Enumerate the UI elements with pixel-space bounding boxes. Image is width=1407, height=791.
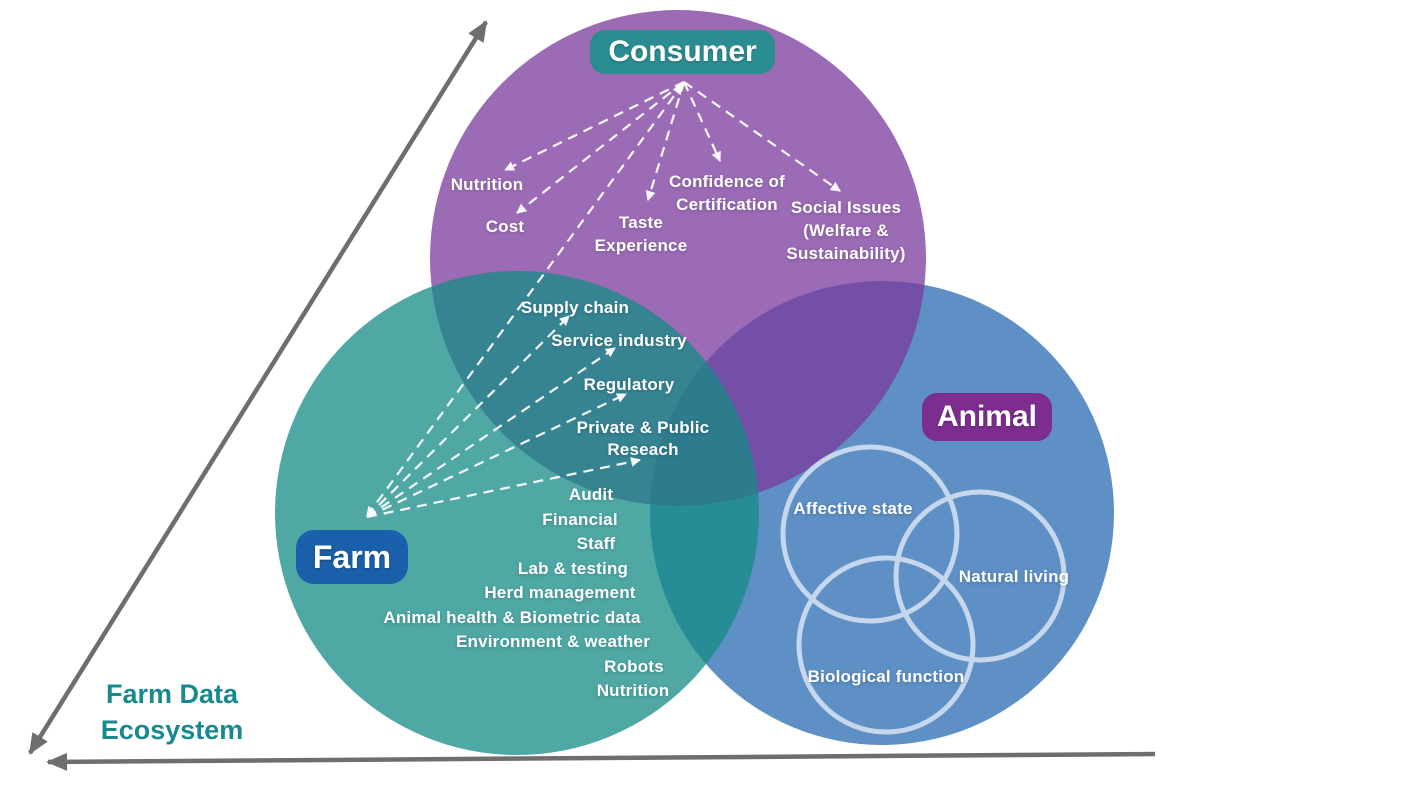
farm-topic-financial: Financial <box>542 509 618 529</box>
shared-topic-supply-chain: Supply chain <box>520 298 630 317</box>
consumer-topic-taste-experience: Taste Experience <box>594 213 688 255</box>
shared-topic-private-public-research: Private & Public Reseach <box>576 418 710 459</box>
consumer-topic-confidence-of-certification: Confidence of Certification <box>669 172 785 214</box>
farm-topic-audit: Audit <box>568 485 614 504</box>
consumer-topic-nutrition: Nutrition <box>450 175 524 194</box>
farm-set-label: Farm <box>296 530 408 584</box>
consumer-topic-cost: Cost <box>485 217 525 236</box>
bottom-axis-arrow <box>46 751 1156 771</box>
welfare-domain-affective-state: Affective state <box>793 499 913 518</box>
welfare-domain-natural-living: Natural living <box>958 567 1070 586</box>
farm-topic-list: Audit Financial Staff Lab & testing Herd… <box>383 483 745 704</box>
arrow-consumer-to-social-issues <box>683 81 841 192</box>
biological-function-circle <box>796 555 976 735</box>
animal-set-label: Animal <box>922 393 1052 441</box>
farm-topic-robots: Robots <box>604 656 664 676</box>
arrow-farm-to-regulatory <box>366 393 627 518</box>
arrow-farm-consumer-link <box>366 84 683 517</box>
farm-topic-staff: Staff <box>576 534 616 553</box>
farm-topic-environment-weather: Environment & weather <box>455 632 651 651</box>
shared-topic-regulatory: Regulatory <box>583 375 675 394</box>
natural-living-circle <box>893 489 1067 663</box>
farm-topic-herd-management: Herd management <box>484 583 636 602</box>
affective-state-circle <box>780 444 960 624</box>
farm-topic-nutrition: Nutrition <box>596 681 670 700</box>
arrow-farm-to-supply-chain <box>366 315 570 518</box>
arrow-consumer-to-confidence-of-certification <box>682 81 722 162</box>
farm-topic-animal-health-biometric-data: Animal health & Biometric data <box>383 607 641 627</box>
consumer-set-label: Consumer <box>590 30 775 74</box>
farm-topic-lab-testing: Lab & testing <box>517 558 629 578</box>
animal-welfare-subvenn <box>780 444 1067 735</box>
welfare-domain-biological-function: Biological function <box>807 667 965 686</box>
diagram-title: Farm Data Ecosystem <box>100 679 244 745</box>
arrow-farm-to-private-public-research <box>366 456 641 519</box>
consumer-topic-social-issues: Social Issues (Welfare & Sustainability) <box>786 198 906 263</box>
shared-topic-service-industry: Service industry <box>551 331 687 350</box>
